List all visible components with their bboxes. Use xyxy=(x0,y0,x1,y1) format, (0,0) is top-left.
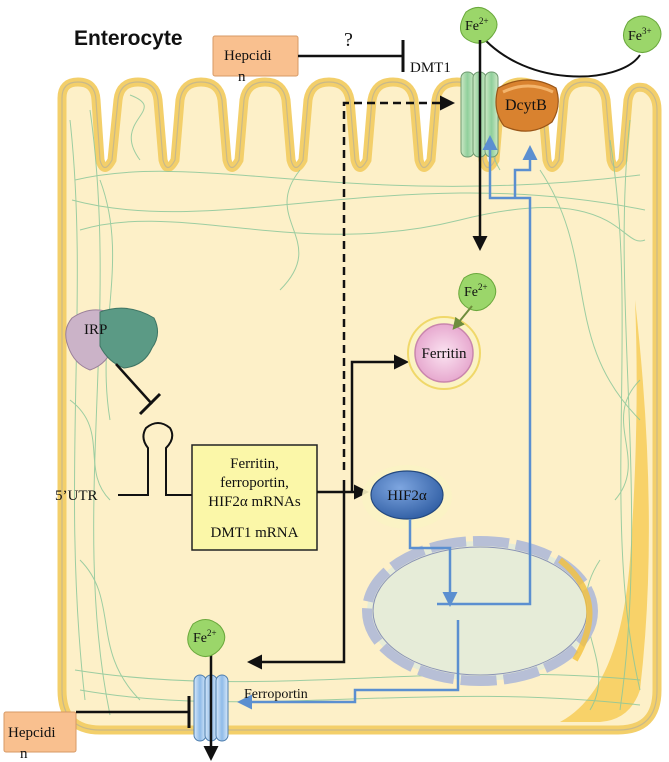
fe2-top-icon: Fe2+ xyxy=(460,7,498,44)
svg-text:Hepcidi: Hepcidi xyxy=(8,725,55,741)
title: Enterocyte xyxy=(74,27,183,50)
svg-text:HIF2α mRNAs: HIF2α mRNAs xyxy=(208,494,301,510)
irp-inhibition xyxy=(115,363,153,405)
ferritin-particle: Ferritin xyxy=(407,316,481,390)
svg-text:Hepcidi: Hepcidi xyxy=(224,48,271,64)
hepcidin-bottom: Hepcidi n xyxy=(3,711,77,762)
cytoskeleton-fibers xyxy=(69,94,646,716)
svg-text:Ferritin,: Ferritin, xyxy=(230,456,279,472)
dcytb-protein: DcytB xyxy=(495,79,559,132)
reduction-arc xyxy=(473,26,641,78)
mrna-box: Ferritin, ferroportin, HIF2α mRNAs DMT1 … xyxy=(191,444,318,551)
svg-text:n: n xyxy=(20,746,28,762)
cell-membrane-outline xyxy=(61,81,658,731)
mrna-to-ferroportin-arrow xyxy=(247,480,346,670)
hepcidin-top: Hepcidi n xyxy=(212,35,299,85)
svg-text:Ferritin: Ferritin xyxy=(422,346,467,362)
utr-label: 5’UTR xyxy=(55,488,98,504)
hif2a-protein: HIF2α xyxy=(362,465,452,529)
svg-text:ferroportin,: ferroportin, xyxy=(220,475,289,491)
mrna-to-ferritin-arrow xyxy=(350,354,409,492)
dmt1-label: DMT1 xyxy=(410,60,451,76)
svg-text:IRP: IRP xyxy=(84,322,107,338)
svg-text:Fe2+: Fe2+ xyxy=(465,16,489,34)
fe2-bottom-icon: Fe2+ xyxy=(187,619,226,657)
svg-text:DMT1 mRNA: DMT1 mRNA xyxy=(211,525,299,541)
hif-signaling-arrows xyxy=(237,135,538,710)
svg-text:Fe2+: Fe2+ xyxy=(464,282,488,300)
dmt1-mrna-dashed-arrow xyxy=(342,95,455,470)
basal-shading xyxy=(560,300,649,722)
fe2-ferritin-icon: Fe2+ xyxy=(458,273,497,311)
svg-text:DcytB: DcytB xyxy=(505,97,547,114)
irp-protein: IRP xyxy=(65,307,158,371)
utr-stem-loop xyxy=(118,422,192,496)
question-mark: ? xyxy=(344,29,353,51)
svg-text:n: n xyxy=(238,69,246,85)
fe3-top-icon: Fe3+ xyxy=(623,15,662,53)
ferroportin-label: Ferroportin xyxy=(244,687,308,702)
fe-storage-arrow xyxy=(452,305,473,330)
svg-text:HIF2α: HIF2α xyxy=(387,488,427,504)
svg-text:Fe2+: Fe2+ xyxy=(193,628,217,646)
nucleus xyxy=(362,536,598,686)
svg-text:Fe3+: Fe3+ xyxy=(628,26,652,44)
